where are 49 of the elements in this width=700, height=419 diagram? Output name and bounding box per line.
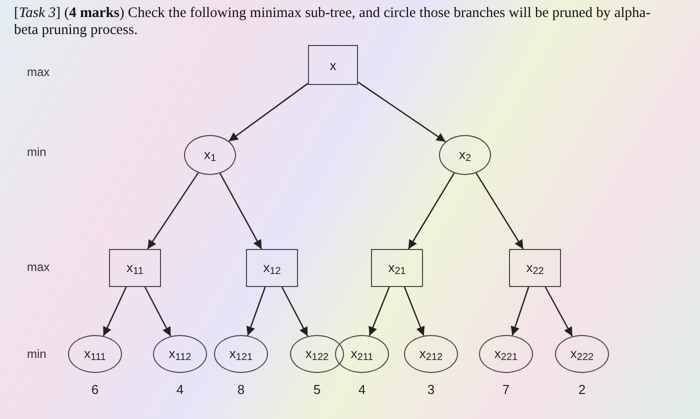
arrow — [102, 286, 127, 336]
arrow — [510, 286, 530, 336]
arrow — [220, 173, 262, 250]
arrow — [368, 286, 390, 336]
leaf-value: 4 — [176, 382, 184, 397]
leaf-value: 5 — [313, 382, 321, 397]
node-label: x$_{12}$ — [263, 260, 281, 276]
task-statement: [Task 3] (4 marks) Check the following minimax sub-tree, and circle those branches will be pruned by alpha-beta pruning process. — [14, 5, 652, 39]
leaf-value: 2 — [578, 382, 586, 397]
leaf-value: 6 — [91, 382, 99, 397]
leaf-value: 7 — [502, 382, 510, 397]
max-node-box — [371, 249, 423, 287]
node-label: x — [330, 58, 336, 72]
level-label: max — [27, 65, 50, 79]
arrow — [408, 172, 455, 250]
arrow — [147, 172, 199, 250]
node-label: x$_{22}$ — [526, 260, 544, 276]
arrow — [544, 286, 573, 337]
max-node-box — [246, 249, 298, 287]
node-label: x$_{21}$ — [388, 260, 406, 276]
arrow — [476, 172, 524, 250]
max-node-box — [509, 249, 561, 287]
node-label: x$_{11}$ — [126, 260, 144, 276]
arrow — [281, 286, 308, 336]
node-label: x$_{2}$ — [458, 146, 472, 164]
min-node-ellipse — [439, 135, 491, 175]
arrow — [228, 82, 308, 142]
node-label: x$_{211}$ — [350, 346, 374, 362]
arrow — [358, 82, 446, 142]
leaf-value: 8 — [237, 382, 245, 397]
node-label: x$_{122}$ — [305, 346, 329, 362]
node-label: x$_{221}$ — [494, 346, 518, 362]
max-node-box — [109, 249, 161, 287]
node-label: x$_{212}$ — [419, 346, 443, 362]
level-label: max — [27, 260, 50, 274]
min-node-ellipse — [184, 135, 236, 175]
node-label: x$_{112}$ — [168, 346, 192, 362]
node-label: x$_{222}$ — [570, 346, 594, 362]
level-label: min — [27, 145, 46, 159]
arrow — [246, 286, 266, 336]
leaf-value: 3 — [427, 382, 435, 397]
level-label: min — [27, 347, 46, 361]
node-label: x$_{121}$ — [229, 346, 253, 362]
node-label: x$_{1}$ — [204, 146, 216, 164]
arrow — [144, 286, 172, 336]
arrow — [404, 286, 425, 336]
node-label: x$_{111}$ — [84, 346, 106, 362]
leaf-value: 4 — [358, 382, 366, 397]
max-node-box — [308, 45, 358, 85]
